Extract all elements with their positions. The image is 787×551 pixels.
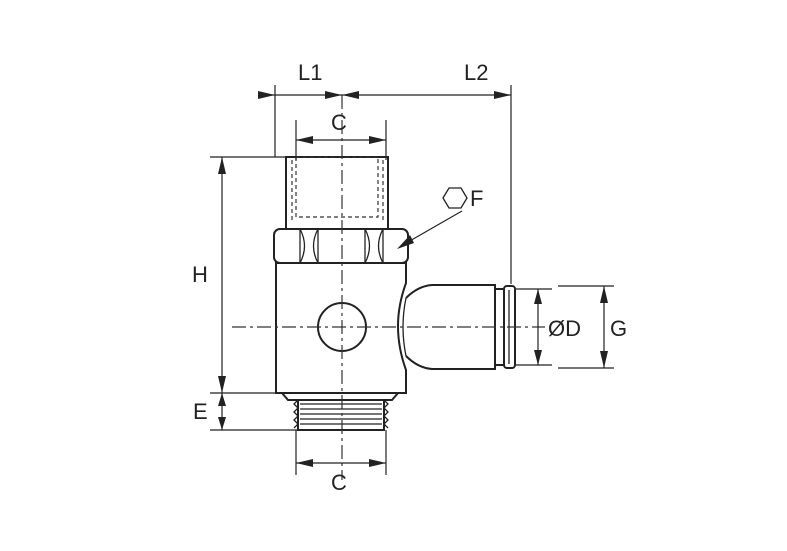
label-g: G	[610, 316, 627, 341]
hexagon-icon	[442, 187, 468, 209]
bottom-thread	[279, 392, 401, 431]
main-body	[275, 262, 407, 394]
dimension-h	[218, 157, 226, 393]
dimension-l1-l2	[258, 91, 511, 99]
label-l1: L1	[298, 60, 322, 85]
top-nut	[285, 156, 389, 230]
label-h: H	[192, 262, 208, 287]
dimension-labels: L1 L2 C F H ØD G E C	[192, 60, 627, 495]
label-c-top: C	[331, 110, 347, 135]
dimension-d	[534, 289, 542, 365]
top-nut-hidden-bore	[291, 156, 384, 222]
dimension-e	[218, 393, 226, 430]
label-c-bottom: C	[331, 470, 347, 495]
dimension-c-bottom	[296, 459, 386, 467]
dimension-g	[600, 286, 608, 368]
dimension-f-leader	[397, 187, 468, 249]
label-d: ØD	[548, 316, 581, 341]
dimension-c-top	[296, 136, 386, 144]
label-l2: L2	[464, 60, 488, 85]
hex-ring	[273, 228, 409, 264]
label-e: E	[193, 399, 208, 424]
center-lines	[232, 95, 545, 480]
extension-lines	[210, 85, 614, 475]
label-f: F	[470, 186, 483, 211]
